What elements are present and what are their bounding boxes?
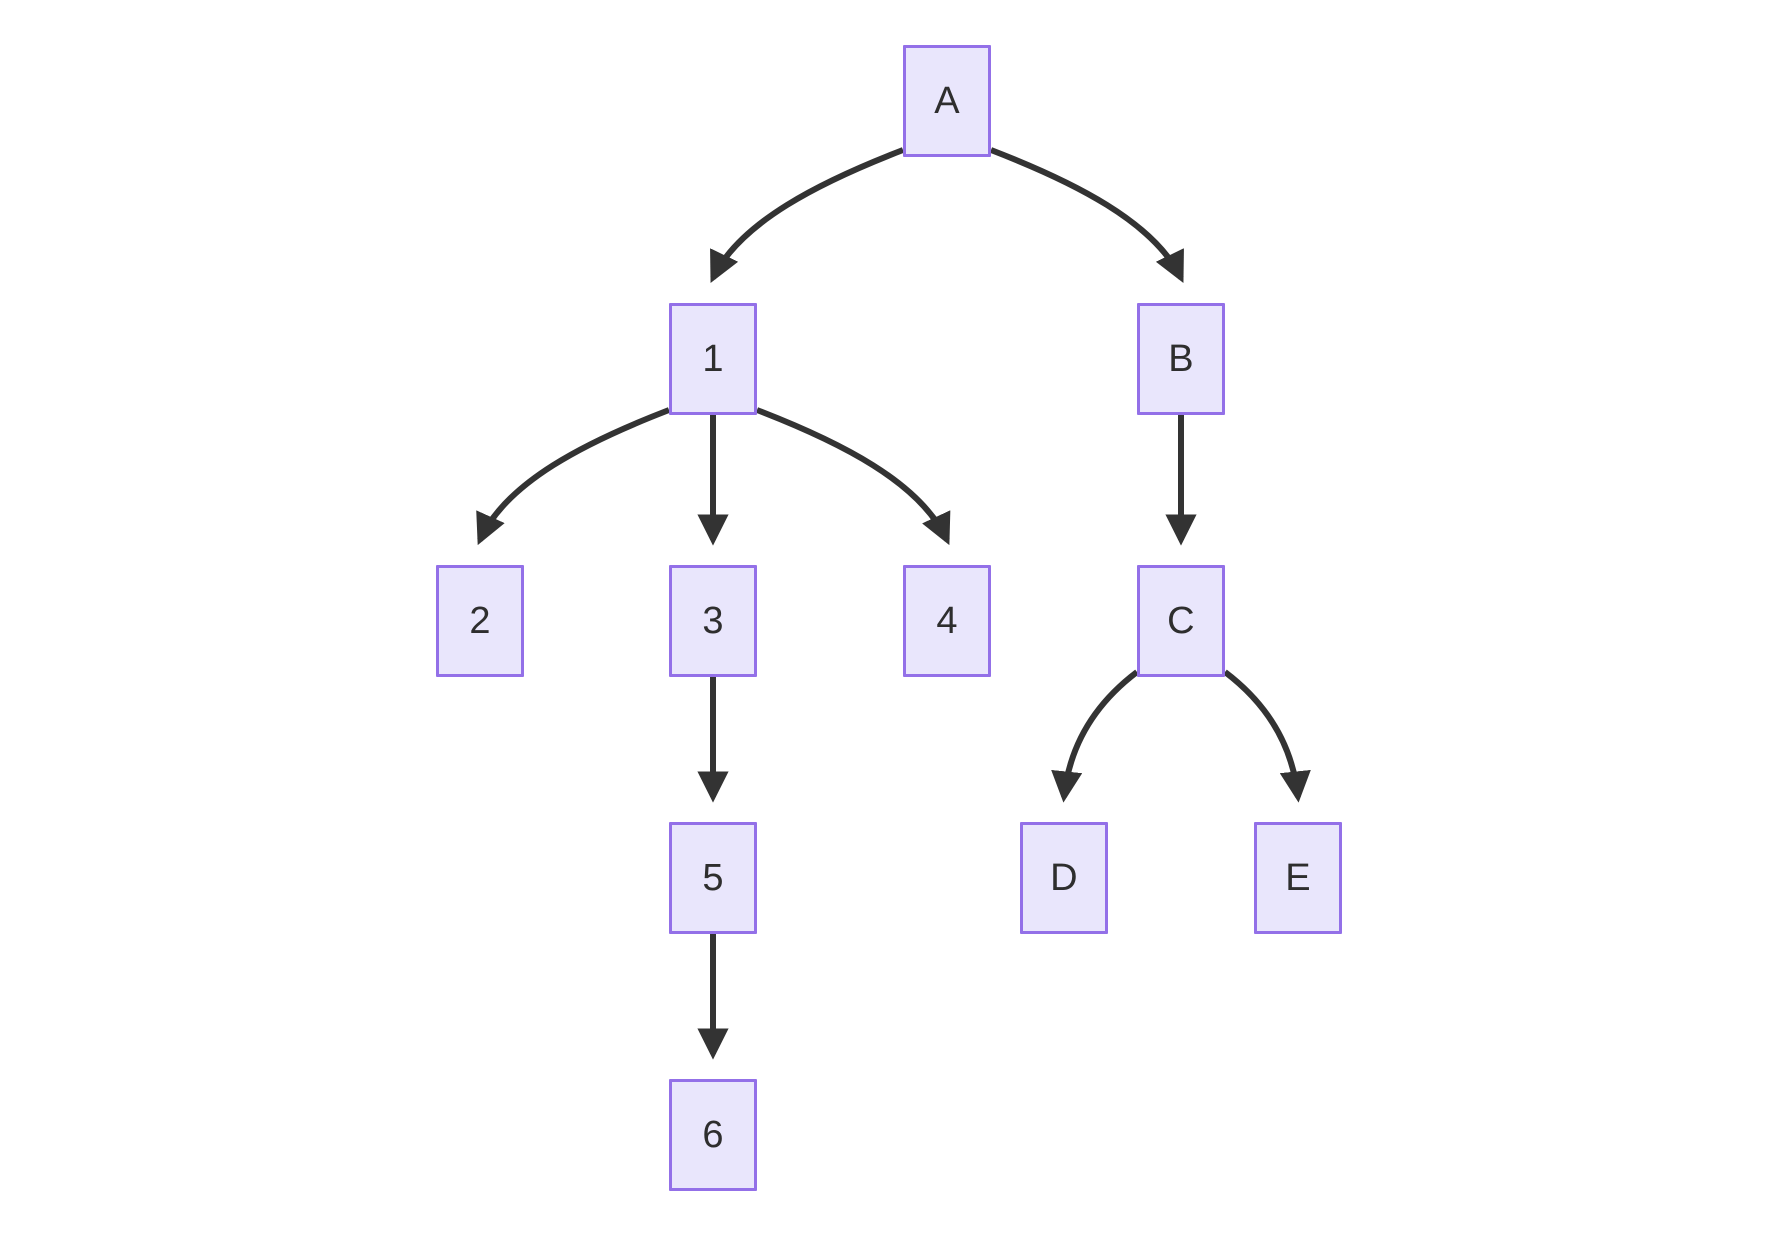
node-2[interactable]: 2 <box>436 565 524 677</box>
node-1[interactable]: 1 <box>669 303 757 415</box>
edge-C-to-D <box>1051 669 1139 803</box>
edge-A-to-1 <box>710 147 905 284</box>
node-D-label: D <box>1050 857 1078 899</box>
edge-A-to-B <box>989 147 1184 284</box>
node-B[interactable]: B <box>1137 303 1225 415</box>
node-E-label: E <box>1285 857 1311 899</box>
node-3[interactable]: 3 <box>669 565 757 677</box>
node-A[interactable]: A <box>903 45 991 157</box>
node-6[interactable]: 6 <box>669 1079 757 1191</box>
node-5[interactable]: 5 <box>669 822 757 934</box>
node-C-label: C <box>1167 600 1195 642</box>
node-4[interactable]: 4 <box>903 565 991 677</box>
node-2-label: 2 <box>469 600 491 642</box>
node-3-label: 3 <box>702 600 724 642</box>
node-D[interactable]: D <box>1020 822 1108 934</box>
edge-1-to-2 <box>476 407 671 546</box>
node-6-label: 6 <box>702 1114 724 1156</box>
node-B-label: B <box>1168 338 1194 380</box>
edge-C-to-E <box>1223 669 1311 803</box>
node-A-label: A <box>934 80 960 122</box>
edge-1-to-4 <box>755 407 951 546</box>
node-1-label: 1 <box>702 338 724 380</box>
node-E[interactable]: E <box>1254 822 1342 934</box>
node-C[interactable]: C <box>1137 565 1225 677</box>
node-4-label: 4 <box>936 600 958 642</box>
node-5-label: 5 <box>702 857 724 899</box>
